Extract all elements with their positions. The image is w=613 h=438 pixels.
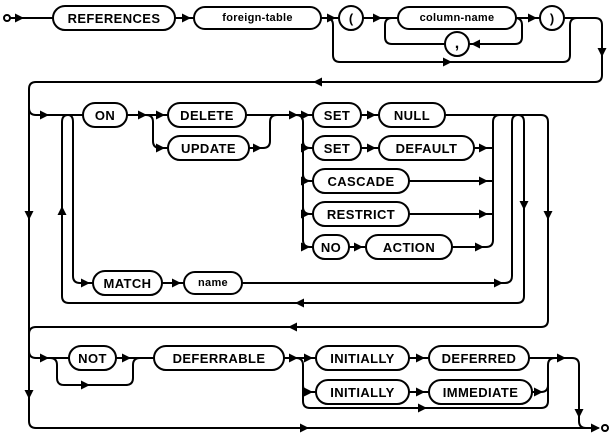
node-set-1: SET [312,102,362,128]
start-terminal-icon [3,14,11,22]
node-close-paren: ) [539,5,565,31]
node-action: ACTION [365,234,453,260]
node-deferred: DEFERRED [428,345,530,371]
node-immediate: IMMEDIATE [428,379,533,405]
node-initially-1: INITIALLY [315,345,410,371]
end-terminal-icon [601,424,609,432]
node-deferrable: DEFERRABLE [153,345,285,371]
node-open-paren: ( [338,5,364,31]
node-comma: , [444,31,470,57]
node-default: DEFAULT [378,135,475,161]
node-update: UPDATE [167,135,250,161]
node-delete: DELETE [167,102,247,128]
node-cascade: CASCADE [312,168,410,194]
arrowheads [15,13,607,433]
node-references: REFERENCES [52,5,176,31]
node-restrict: RESTRICT [312,201,410,227]
node-column-name: column-name [397,6,517,30]
node-null: NULL [378,102,446,128]
node-on: ON [82,102,128,128]
node-set-2: SET [312,135,362,161]
node-foreign-table: foreign-table [193,6,322,30]
node-no: NO [312,234,350,260]
node-not: NOT [68,345,117,371]
node-initially-2: INITIALLY [315,379,410,405]
node-match: MATCH [92,270,163,296]
node-name: name [183,271,243,295]
